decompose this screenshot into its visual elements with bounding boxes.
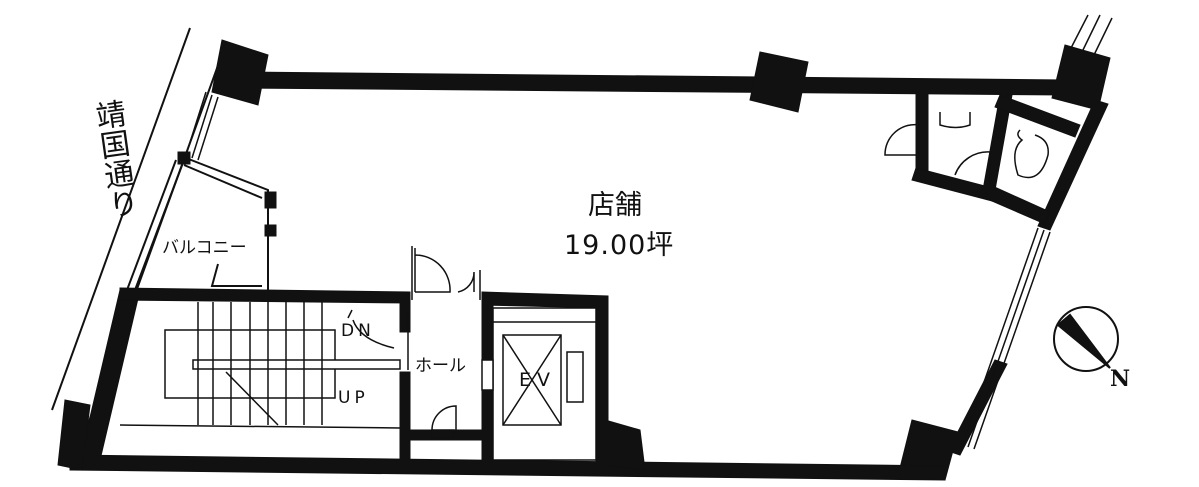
staircase: [119, 302, 401, 429]
main-room-name: 店舗: [588, 190, 642, 221]
doors: [407, 112, 1049, 439]
windows: [185, 14, 1113, 450]
elevator-label: EV: [519, 369, 557, 391]
north-arrow-icon: [1053, 306, 1119, 372]
stairs-up-label: UP: [338, 388, 369, 408]
balcony-outline: [126, 157, 269, 291]
hall-label: ホール: [415, 356, 466, 376]
main-room-area: 19.00坪: [564, 230, 675, 261]
exterior-walls: [57, 39, 1111, 481]
balcony-label: バルコニー: [162, 238, 247, 258]
elevator-shaft: [481, 307, 597, 461]
compass-north-label: N: [1110, 366, 1131, 392]
stairs-down-label: DN: [341, 321, 375, 341]
